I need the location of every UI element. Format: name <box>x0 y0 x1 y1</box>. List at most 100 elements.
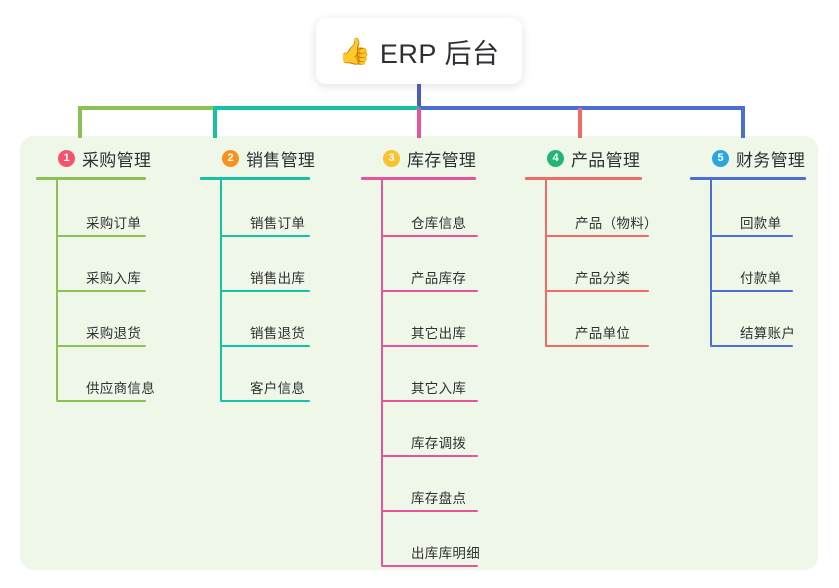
leaf-item-underline <box>381 290 478 292</box>
leaf-item-underline <box>381 565 478 567</box>
leaf-item-underline <box>710 235 793 237</box>
segment-teal <box>213 106 419 110</box>
leaf-item-label: 客户信息 <box>250 381 306 396</box>
branch-title-5: 财务管理 <box>736 150 806 170</box>
branch-header-1[interactable]: 1 采购管理 <box>36 146 151 170</box>
leaf-item-underline <box>381 455 478 457</box>
trunk-connector <box>417 84 421 108</box>
leaf-item-underline <box>710 345 793 347</box>
leaf-item[interactable]: 库存调拨 <box>381 400 478 457</box>
root-node[interactable]: 👍 ERP 后台 <box>316 18 522 84</box>
root-node-title: ERP 后台 <box>379 38 500 69</box>
leaf-item-label: 产品分类 <box>575 271 631 286</box>
branch-items-4: 产品（物料） 产品分类产品单位 <box>525 180 658 347</box>
stub-branch-1 <box>78 108 82 138</box>
branch-items-2: 销售订单销售出库销售退货客户信息 <box>200 180 315 402</box>
leaf-item-underline <box>545 345 649 347</box>
leaf-item-underline <box>56 345 146 347</box>
stub-branch-2 <box>213 108 217 138</box>
branch-column-1: 1 采购管理采购订单采购入库采购退货供应商信息 <box>36 146 155 402</box>
leaf-item-label: 库存盘点 <box>411 491 467 506</box>
leaf-item-label: 仓库信息 <box>411 216 467 231</box>
branch-title-3: 库存管理 <box>407 150 477 170</box>
thumbs-up-icon: 👍 <box>338 36 371 66</box>
leaf-item[interactable]: 出库库明细 <box>381 510 480 567</box>
stub-branch-3 <box>417 108 421 138</box>
leaf-item[interactable]: 回款单 <box>710 180 806 237</box>
branch-title-4: 产品管理 <box>571 150 641 170</box>
leaf-item[interactable]: 供应商信息 <box>56 345 155 402</box>
leaf-item-label: 结算账户 <box>740 326 796 341</box>
leaf-item[interactable]: 销售订单 <box>220 180 315 237</box>
branch-header-2[interactable]: 2 销售管理 <box>200 146 315 170</box>
branch-spine-4 <box>545 180 547 345</box>
branch-badge-3: 3 <box>383 149 400 167</box>
leaf-item-label: 产品库存 <box>411 271 467 286</box>
branch-underline-5 <box>690 177 806 180</box>
leaf-item-label: 销售退货 <box>250 326 306 341</box>
leaf-item-underline <box>381 345 478 347</box>
branch-badge-2: 2 <box>222 149 239 167</box>
leaf-item-underline <box>220 290 310 292</box>
branches-panel <box>20 136 818 570</box>
leaf-item-label: 库存调拨 <box>411 436 467 451</box>
leaf-item[interactable]: 其它入库 <box>381 345 478 402</box>
branch-items-5: 回款单付款单结算账户 <box>690 180 806 347</box>
leaf-item-label: 产品（物料） <box>575 216 658 231</box>
leaf-item[interactable]: 仓库信息 <box>381 180 478 237</box>
leaf-item[interactable]: 销售出库 <box>220 235 315 292</box>
branch-header-3[interactable]: 3 库存管理 <box>361 146 476 170</box>
segment-green <box>78 106 213 110</box>
branch-title-1: 采购管理 <box>82 150 152 170</box>
leaf-item-underline <box>56 400 146 402</box>
leaf-item-label: 回款单 <box>740 216 782 231</box>
branch-column-5: 5 财务管理回款单付款单结算账户 <box>690 146 806 347</box>
stub-branch-4 <box>578 108 582 138</box>
branch-spine-3 <box>381 180 383 565</box>
leaf-item[interactable]: 产品库存 <box>381 235 478 292</box>
leaf-item[interactable]: 采购入库 <box>56 235 151 292</box>
leaf-item-underline <box>56 290 146 292</box>
leaf-item[interactable]: 采购订单 <box>56 180 151 237</box>
leaf-item[interactable]: 客户信息 <box>220 345 315 402</box>
leaf-item-underline <box>381 235 478 237</box>
leaf-item-underline <box>220 400 310 402</box>
leaf-item-label: 其它入库 <box>411 381 467 396</box>
branch-underline-2 <box>200 177 310 180</box>
leaf-item-label: 产品单位 <box>575 326 631 341</box>
branch-underline-4 <box>525 177 642 180</box>
leaf-item[interactable]: 销售退货 <box>220 290 315 347</box>
leaf-item-underline <box>381 510 478 512</box>
leaf-item-label: 销售订单 <box>250 216 306 231</box>
leaf-item-label: 其它出库 <box>411 326 467 341</box>
leaf-item-underline <box>56 235 146 237</box>
leaf-item[interactable]: 库存盘点 <box>381 455 478 512</box>
branch-underline-3 <box>361 177 476 180</box>
leaf-item-underline <box>381 400 478 402</box>
branch-header-5[interactable]: 5 财务管理 <box>690 146 806 170</box>
leaf-item-label: 采购订单 <box>86 216 142 231</box>
stub-branch-5 <box>741 108 745 138</box>
leaf-item[interactable]: 采购退货 <box>56 290 151 347</box>
leaf-item[interactable]: 产品分类 <box>545 235 649 292</box>
branch-spine-5 <box>710 180 712 345</box>
leaf-item[interactable]: 其它出库 <box>381 290 478 347</box>
branch-badge-1: 1 <box>58 149 75 167</box>
leaf-item-underline <box>545 235 649 237</box>
branch-badge-5: 5 <box>712 149 729 167</box>
leaf-item[interactable]: 付款单 <box>710 235 806 292</box>
branch-column-3: 3 库存管理仓库信息产品库存其它出库其它入库库存调拨库存盘点出库库明细 <box>361 146 480 567</box>
branch-title-2: 销售管理 <box>246 150 316 170</box>
leaf-item[interactable]: 产品（物料） <box>545 180 658 237</box>
leaf-item[interactable]: 产品单位 <box>545 290 649 347</box>
leaf-item[interactable]: 结算账户 <box>710 290 806 347</box>
branch-items-1: 采购订单采购入库采购退货供应商信息 <box>36 180 155 402</box>
segment-blue <box>419 106 745 110</box>
leaf-item-label: 采购退货 <box>86 326 142 341</box>
branch-items-3: 仓库信息产品库存其它出库其它入库库存调拨库存盘点出库库明细 <box>361 180 480 567</box>
leaf-item-underline <box>710 290 793 292</box>
leaf-item-label: 采购入库 <box>86 271 142 286</box>
